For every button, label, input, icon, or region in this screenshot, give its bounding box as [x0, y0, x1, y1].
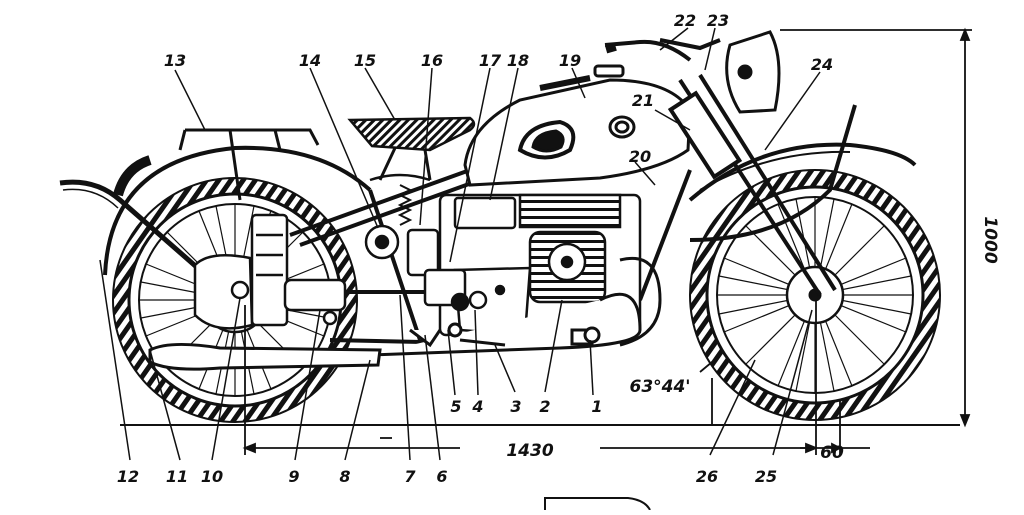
height-dimension [780, 27, 972, 428]
callout-20: 20 [629, 147, 651, 166]
front-wheel [689, 169, 941, 421]
air-filter [453, 196, 517, 230]
callout-25: 25 [755, 467, 777, 486]
callout-3: 3 [510, 397, 521, 416]
callout-22: 22 [674, 11, 696, 30]
callout-numbers: 1 2 3 4 5 6 7 8 9 10 11 12 13 14 15 16 1… [117, 11, 833, 486]
callout-8: 8 [339, 467, 350, 486]
callout-13: 13 [164, 51, 186, 70]
wheelbase-dimension-label: 1430 [506, 441, 553, 461]
fuel-tank [463, 64, 692, 187]
foot-controls [409, 322, 601, 348]
callout-7: 7 [404, 467, 416, 486]
callout-12: 12 [117, 467, 139, 486]
crash-bar [689, 104, 857, 242]
trail-dimension [800, 400, 870, 455]
callout-17: 17 [479, 51, 502, 70]
bottom-fragment [544, 497, 651, 511]
luggage-rack [178, 128, 320, 201]
final-drive [193, 253, 254, 330]
front-fork [667, 73, 837, 297]
muffler [148, 342, 382, 371]
callout-1: 1 [591, 397, 602, 416]
callout-16: 16 [421, 51, 443, 70]
callout-15: 15 [354, 51, 376, 70]
callout-14: 14 [299, 51, 321, 70]
callout-21: 21 [632, 91, 654, 110]
height-dimension-label: 1000 [980, 216, 1000, 263]
seat [347, 116, 476, 182]
headlamp [725, 30, 781, 114]
callout-26: 26 [696, 467, 718, 486]
rake-angle-marker [699, 361, 713, 425]
rear-suspension [250, 213, 289, 327]
callout-6: 6 [436, 467, 447, 486]
callout-24: 24 [811, 55, 833, 74]
rear-stay [59, 179, 202, 272]
front-fender [688, 142, 917, 202]
callout-11: 11 [166, 467, 188, 486]
callout-23: 23 [707, 11, 729, 30]
callout-5: 5 [450, 397, 461, 416]
trail-dimension-label: 60 [820, 443, 844, 463]
wheelbase-dimension [242, 300, 819, 455]
handlebar [604, 38, 721, 62]
kickstart-gear [364, 224, 400, 260]
leader-lines [99, 27, 821, 461]
callout-18: 18 [507, 51, 529, 70]
callout-9: 9 [288, 467, 299, 486]
callout-2: 2 [539, 397, 550, 416]
seat-spring [397, 184, 413, 226]
rear-fender [103, 145, 372, 276]
callout-10: 10 [201, 467, 223, 486]
rake-angle-label: 63°44' [629, 377, 690, 397]
cylinder-head [528, 230, 607, 304]
callout-19: 19 [559, 51, 581, 70]
callout-4: 4 [471, 397, 483, 416]
carburettor [406, 228, 470, 312]
